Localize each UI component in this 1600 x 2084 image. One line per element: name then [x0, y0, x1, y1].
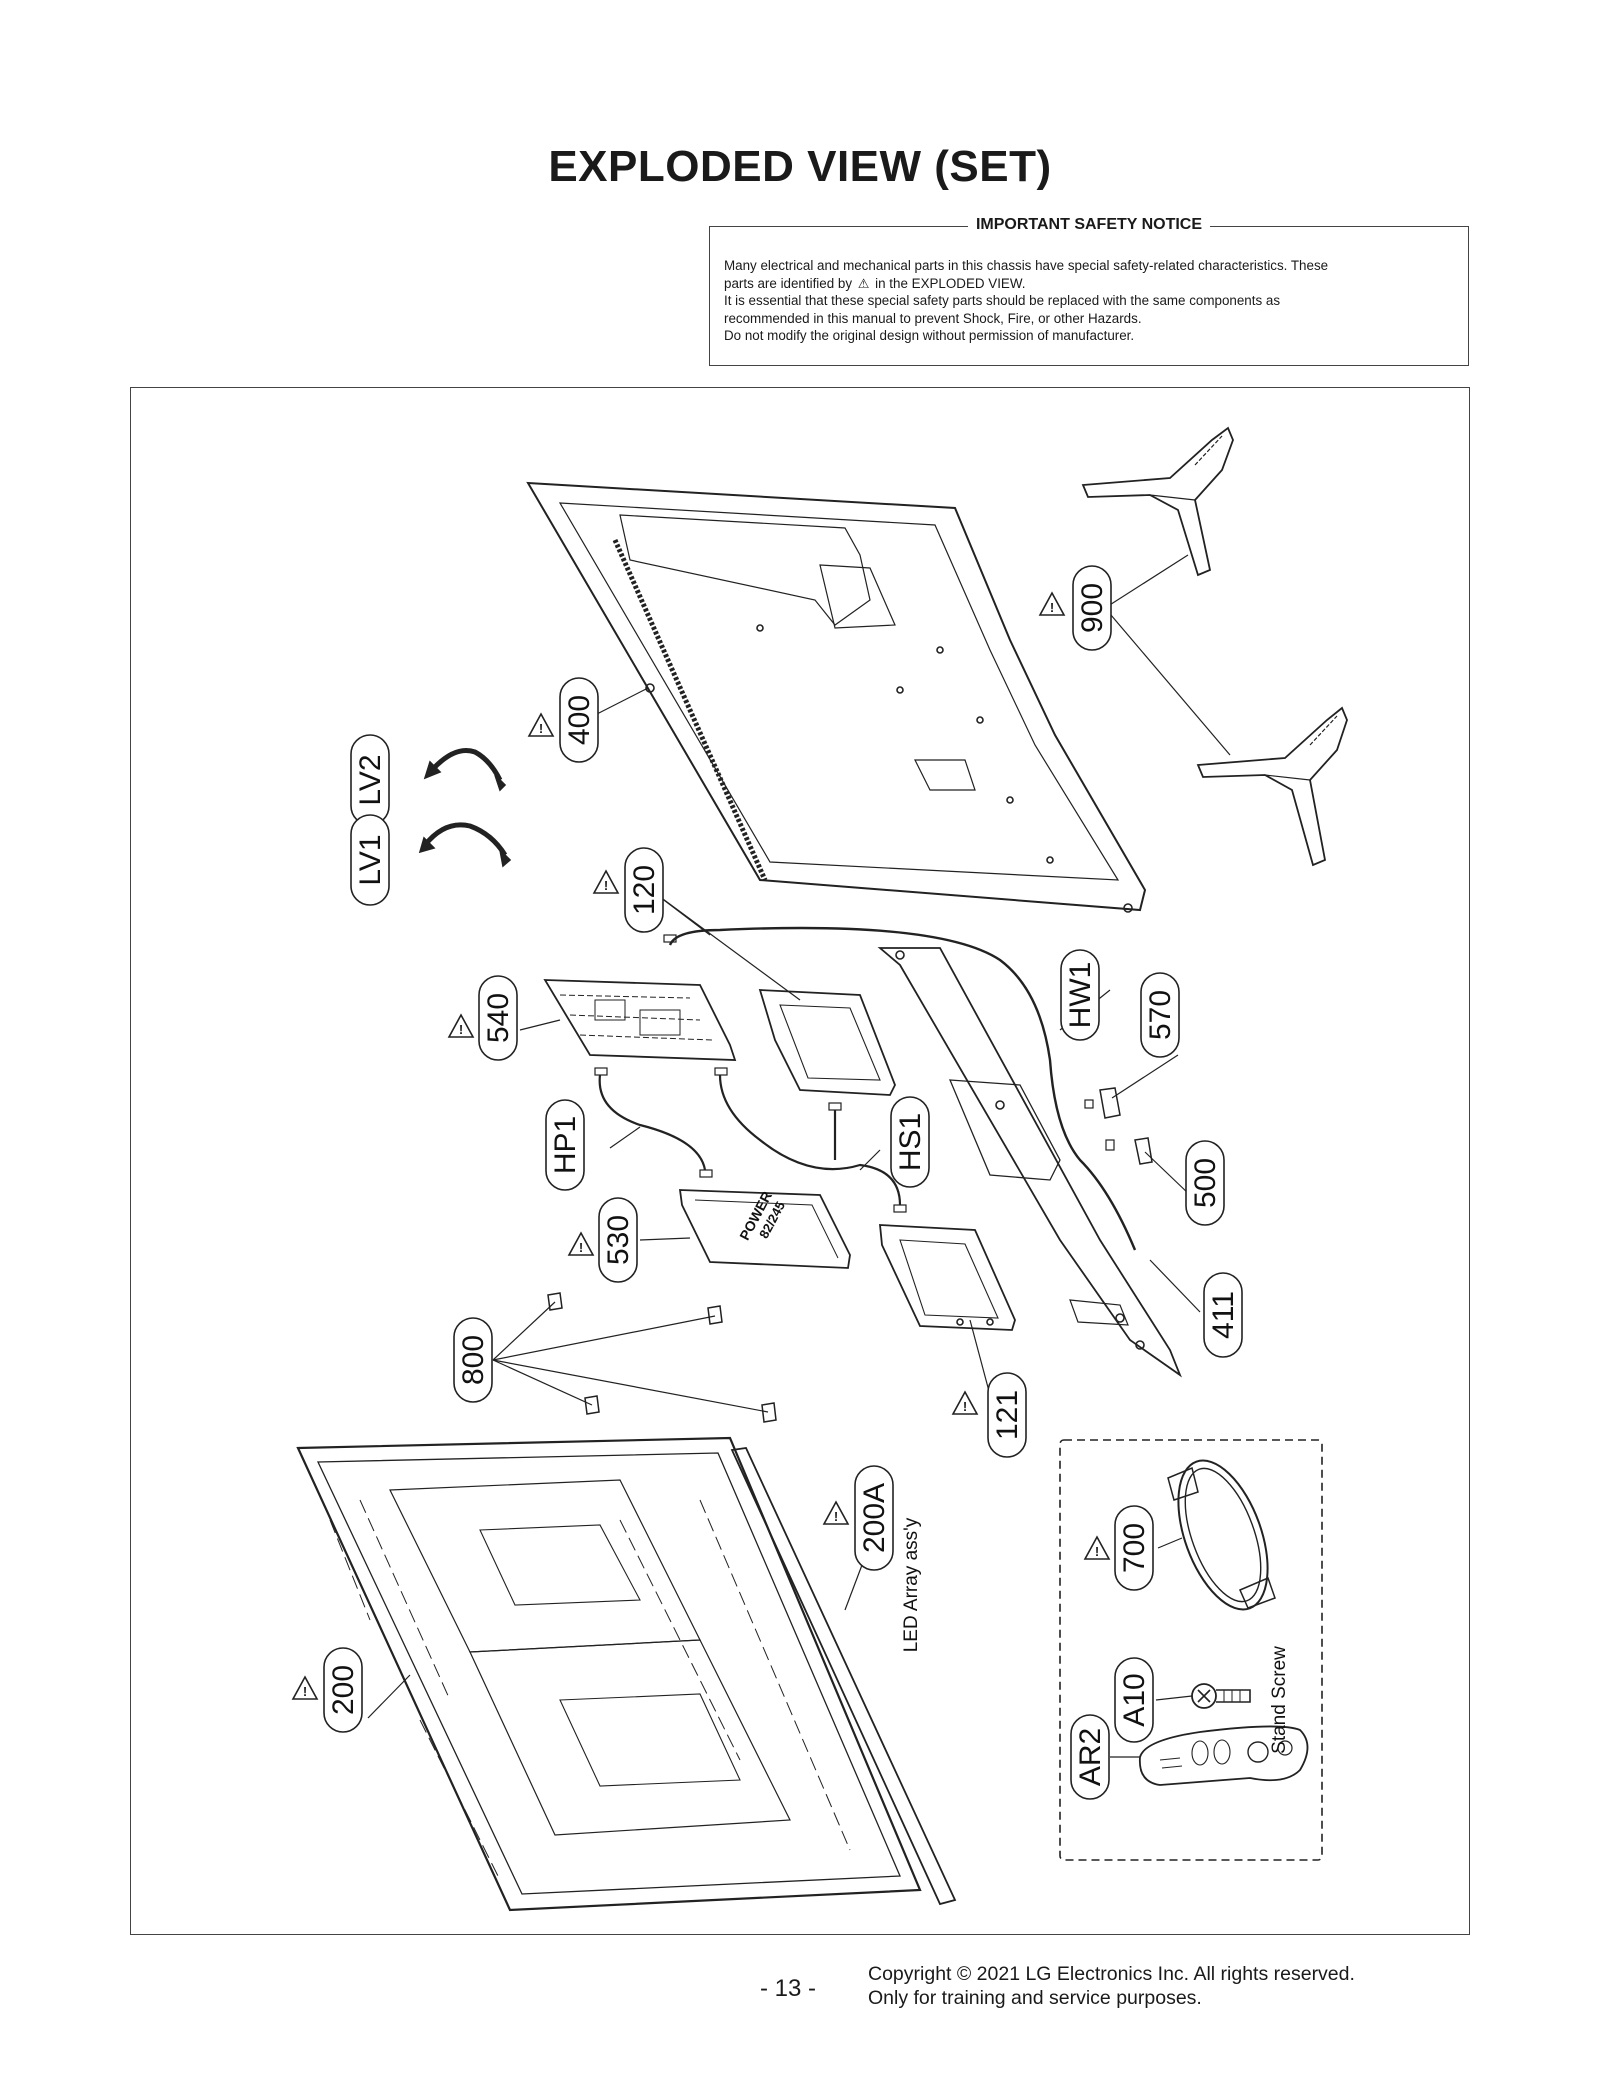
part-label-hs1: HS1 [894, 1113, 927, 1171]
warning-triangle-icon: ⚠ [857, 275, 870, 291]
part-label-411: 411 [1207, 1291, 1240, 1339]
safety-marks [292, 592, 1110, 1700]
ir-board-570 [1084, 1087, 1121, 1119]
part-label-121: 121 [991, 1390, 1024, 1440]
lvds-cables [418, 748, 512, 868]
part-label-200: 200 [327, 1665, 360, 1715]
copyright: Copyright © 2021 LG Electronics Inc. All… [868, 1962, 1355, 2010]
part-label-hp1: HP1 [549, 1116, 582, 1174]
warning-triangle-icon [528, 713, 554, 737]
part-label-800: 800 [457, 1335, 490, 1385]
warning-triangle-icon [448, 1014, 474, 1038]
clips-800 [547, 1292, 777, 1423]
part-label-500: 500 [1189, 1158, 1222, 1208]
part-label-ar2: AR2 [1074, 1728, 1107, 1786]
warning-triangle-icon [593, 870, 619, 894]
leader-lines [367, 554, 1231, 1758]
part-label-700: 700 [1118, 1523, 1151, 1573]
warning-triangle-icon [568, 1232, 594, 1256]
page-number: - 13 - [760, 1975, 817, 2002]
part-label-a10: A10 [1118, 1673, 1151, 1726]
part-label-900: 900 [1076, 583, 1109, 633]
warning-triangle-icon [1084, 1536, 1110, 1560]
warning-triangle-icon [1039, 592, 1065, 616]
copyright-line-1: Copyright © 2021 LG Electronics Inc. All… [868, 1963, 1355, 1985]
harness-hw1 [668, 926, 1137, 1251]
part-label-200a: 200A [858, 1483, 891, 1553]
warning-triangle-icon [823, 1501, 849, 1525]
stand-screw-label: Stand Screw [1269, 1646, 1290, 1754]
notice-line-2b: in the EXPLODED VIEW. [875, 275, 1026, 291]
led-array-label: LED Array ass'y [901, 1517, 922, 1652]
part-label-lv2: LV2 [354, 754, 387, 805]
safety-notice-text: Many electrical and mechanical parts in … [724, 257, 1454, 345]
cable-hs1 [718, 1074, 902, 1206]
safety-notice-box: IMPORTANT SAFETY NOTICE Many electrical … [709, 216, 1469, 366]
notice-line-3: It is essential that these special safet… [724, 293, 1281, 308]
safety-notice-heading: IMPORTANT SAFETY NOTICE [967, 216, 1211, 233]
led-bar-200a [730, 1447, 957, 1906]
diagram-frame [130, 387, 1470, 1935]
notice-line-1: Many electrical and mechanical parts in … [724, 258, 1329, 273]
part-label-lv1: LV1 [354, 834, 387, 885]
part-label-hw1: HW1 [1064, 962, 1097, 1029]
power-board-530 [678, 1189, 851, 1269]
warning-triangle-icon [292, 1676, 318, 1700]
part-label-570: 570 [1144, 990, 1177, 1040]
stand-900 [1081, 426, 1348, 867]
bracket-120 [758, 989, 896, 1096]
part-label-540: 540 [482, 993, 515, 1043]
part-label-120: 120 [628, 865, 661, 915]
notice-line-4: recommended in this manual to prevent Sh… [724, 310, 1142, 326]
copyright-line-2: Only for training and service purposes. [868, 1987, 1202, 2009]
notice-line-5: Do not modify the original design withou… [724, 328, 1135, 343]
warning-triangle-icon [952, 1391, 978, 1415]
frame-bracket-411 [877, 947, 1182, 1378]
notice-line-2a: parts are identified by [724, 275, 853, 291]
part-label-400: 400 [563, 695, 596, 745]
back-cover-400 [526, 481, 1147, 913]
key-board-500 [1105, 1137, 1153, 1165]
remote-control-ar2 [1138, 1725, 1309, 1786]
part-label-530: 530 [602, 1215, 635, 1265]
display-panel-200 [296, 1436, 922, 1912]
page-title: EXPLODED VIEW (SET) [548, 142, 1052, 191]
stand-screw-a10 [1191, 1683, 1251, 1709]
power-cord-700 [1167, 1459, 1276, 1611]
main-board-540 [543, 979, 737, 1061]
accessory-box [1059, 1439, 1323, 1861]
bracket-121 [879, 1224, 1016, 1331]
cable-hp1 [598, 1074, 707, 1171]
